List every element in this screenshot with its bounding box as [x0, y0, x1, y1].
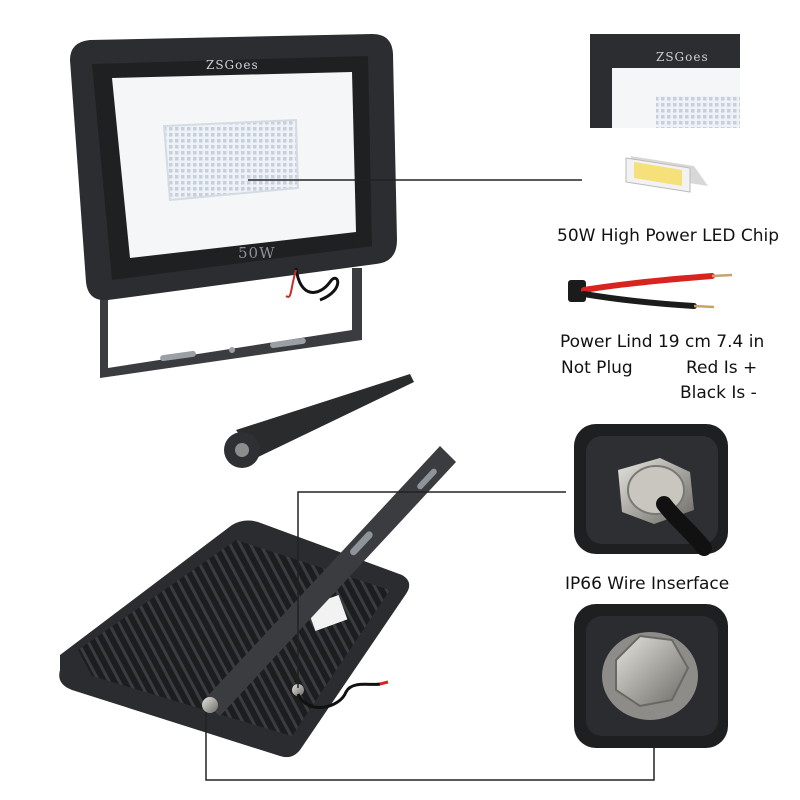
label-red-positive: Red Is + [686, 358, 758, 378]
mount-bracket [100, 268, 362, 378]
floodlight-front [70, 34, 397, 378]
brand-logo-front: ZSGoes [206, 58, 259, 72]
callout-line-bolt [205, 712, 655, 781]
label-led-chip: 50W High Power LED Chip [557, 226, 779, 246]
label-wire-interface: IP66 Wire Inserface [565, 574, 730, 594]
power-wire [568, 273, 733, 309]
wattage-mark: 50W [238, 244, 276, 262]
brand-logo-closeup: ZSGoes [656, 50, 709, 64]
ground-spike [224, 374, 414, 468]
led-array [162, 118, 300, 202]
callout-line-interface [297, 491, 566, 688]
rear-bracket [202, 446, 456, 716]
label-power-line: Power Lind 19 cm 7.4 in [560, 332, 765, 352]
closeup-cable-gland [574, 424, 728, 556]
led-chip [625, 156, 708, 193]
label-not-plug: Not Plug [561, 358, 633, 378]
label-black-negative: Black Is - [680, 383, 757, 403]
closeup-brand-corner [590, 34, 740, 128]
closeup-hex-bolt [574, 604, 728, 748]
floodlight-rear [59, 446, 456, 758]
